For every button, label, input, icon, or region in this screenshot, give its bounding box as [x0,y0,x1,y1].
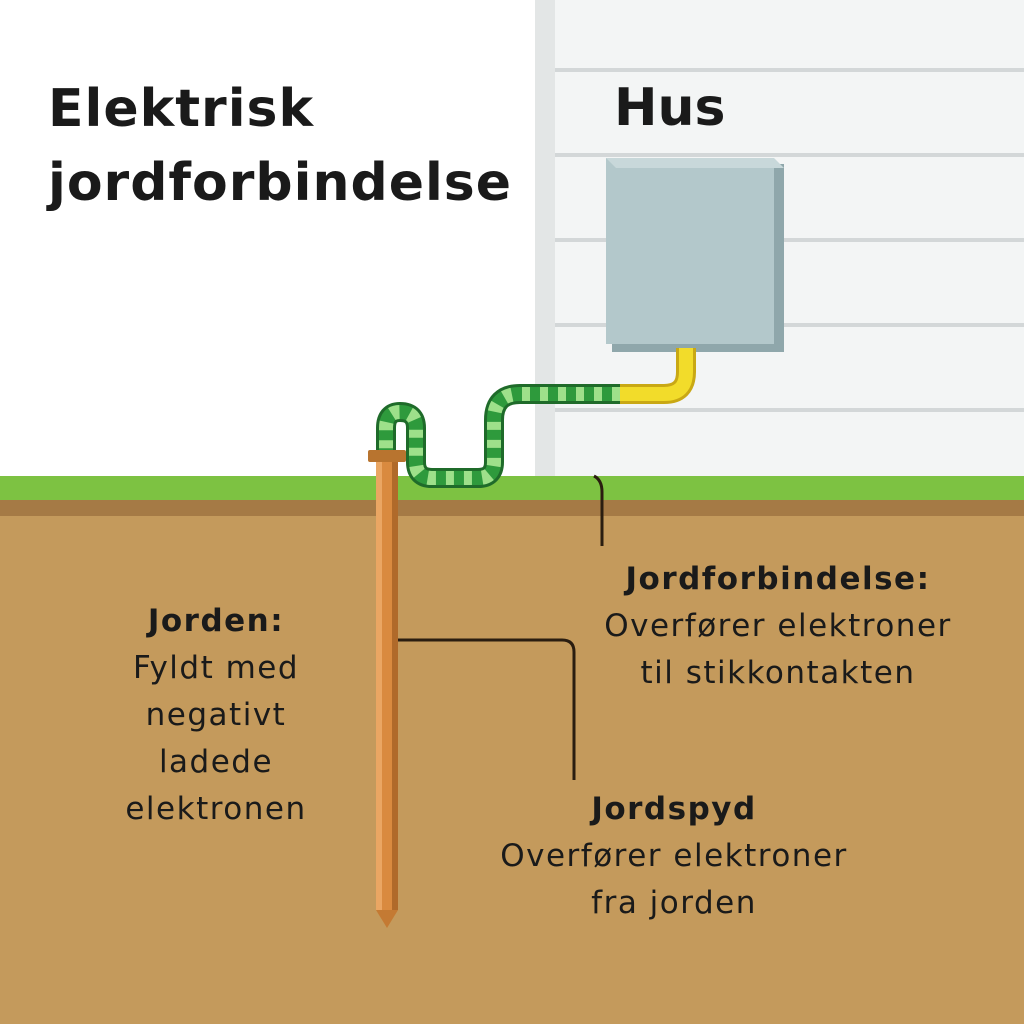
ground-wire [376,384,620,488]
leader-lines [398,474,604,780]
connection-heading: Jordforbindelse: [625,561,931,597]
connection-line: til stikkontakten [640,655,916,691]
ground-heading: Jorden: [147,603,285,639]
ground-rod [368,450,406,928]
grass [0,476,1024,500]
ground-line: Fyldt med [132,650,300,686]
diagram-title: Elektrisk jordforbindelse [48,72,512,220]
rod-line: Overfører elektroner [500,838,848,874]
title-line-2: jordforbindelse [48,153,513,213]
title-line-1: Elektrisk [48,79,315,139]
connection-label: Jordforbindelse: Overfører elektroner ti… [568,556,988,697]
rod-label: Jordspyd Overfører elektroner fra jorden [464,786,884,927]
rod-heading: Jordspyd [591,791,757,827]
ground-line: ladede [158,744,274,780]
soil [0,516,1024,1024]
rod-line: fra jorden [591,885,757,921]
ground-line: negativt [145,697,287,733]
connection-line: Overfører elektroner [604,608,952,644]
electrical-panel-box [606,158,784,352]
house-label: Hus [614,78,726,138]
ground-line: elektronen [125,791,307,827]
soil-edge [0,500,1024,516]
ground-label: Jorden: Fyldt med negativt ladede elektr… [96,598,336,833]
